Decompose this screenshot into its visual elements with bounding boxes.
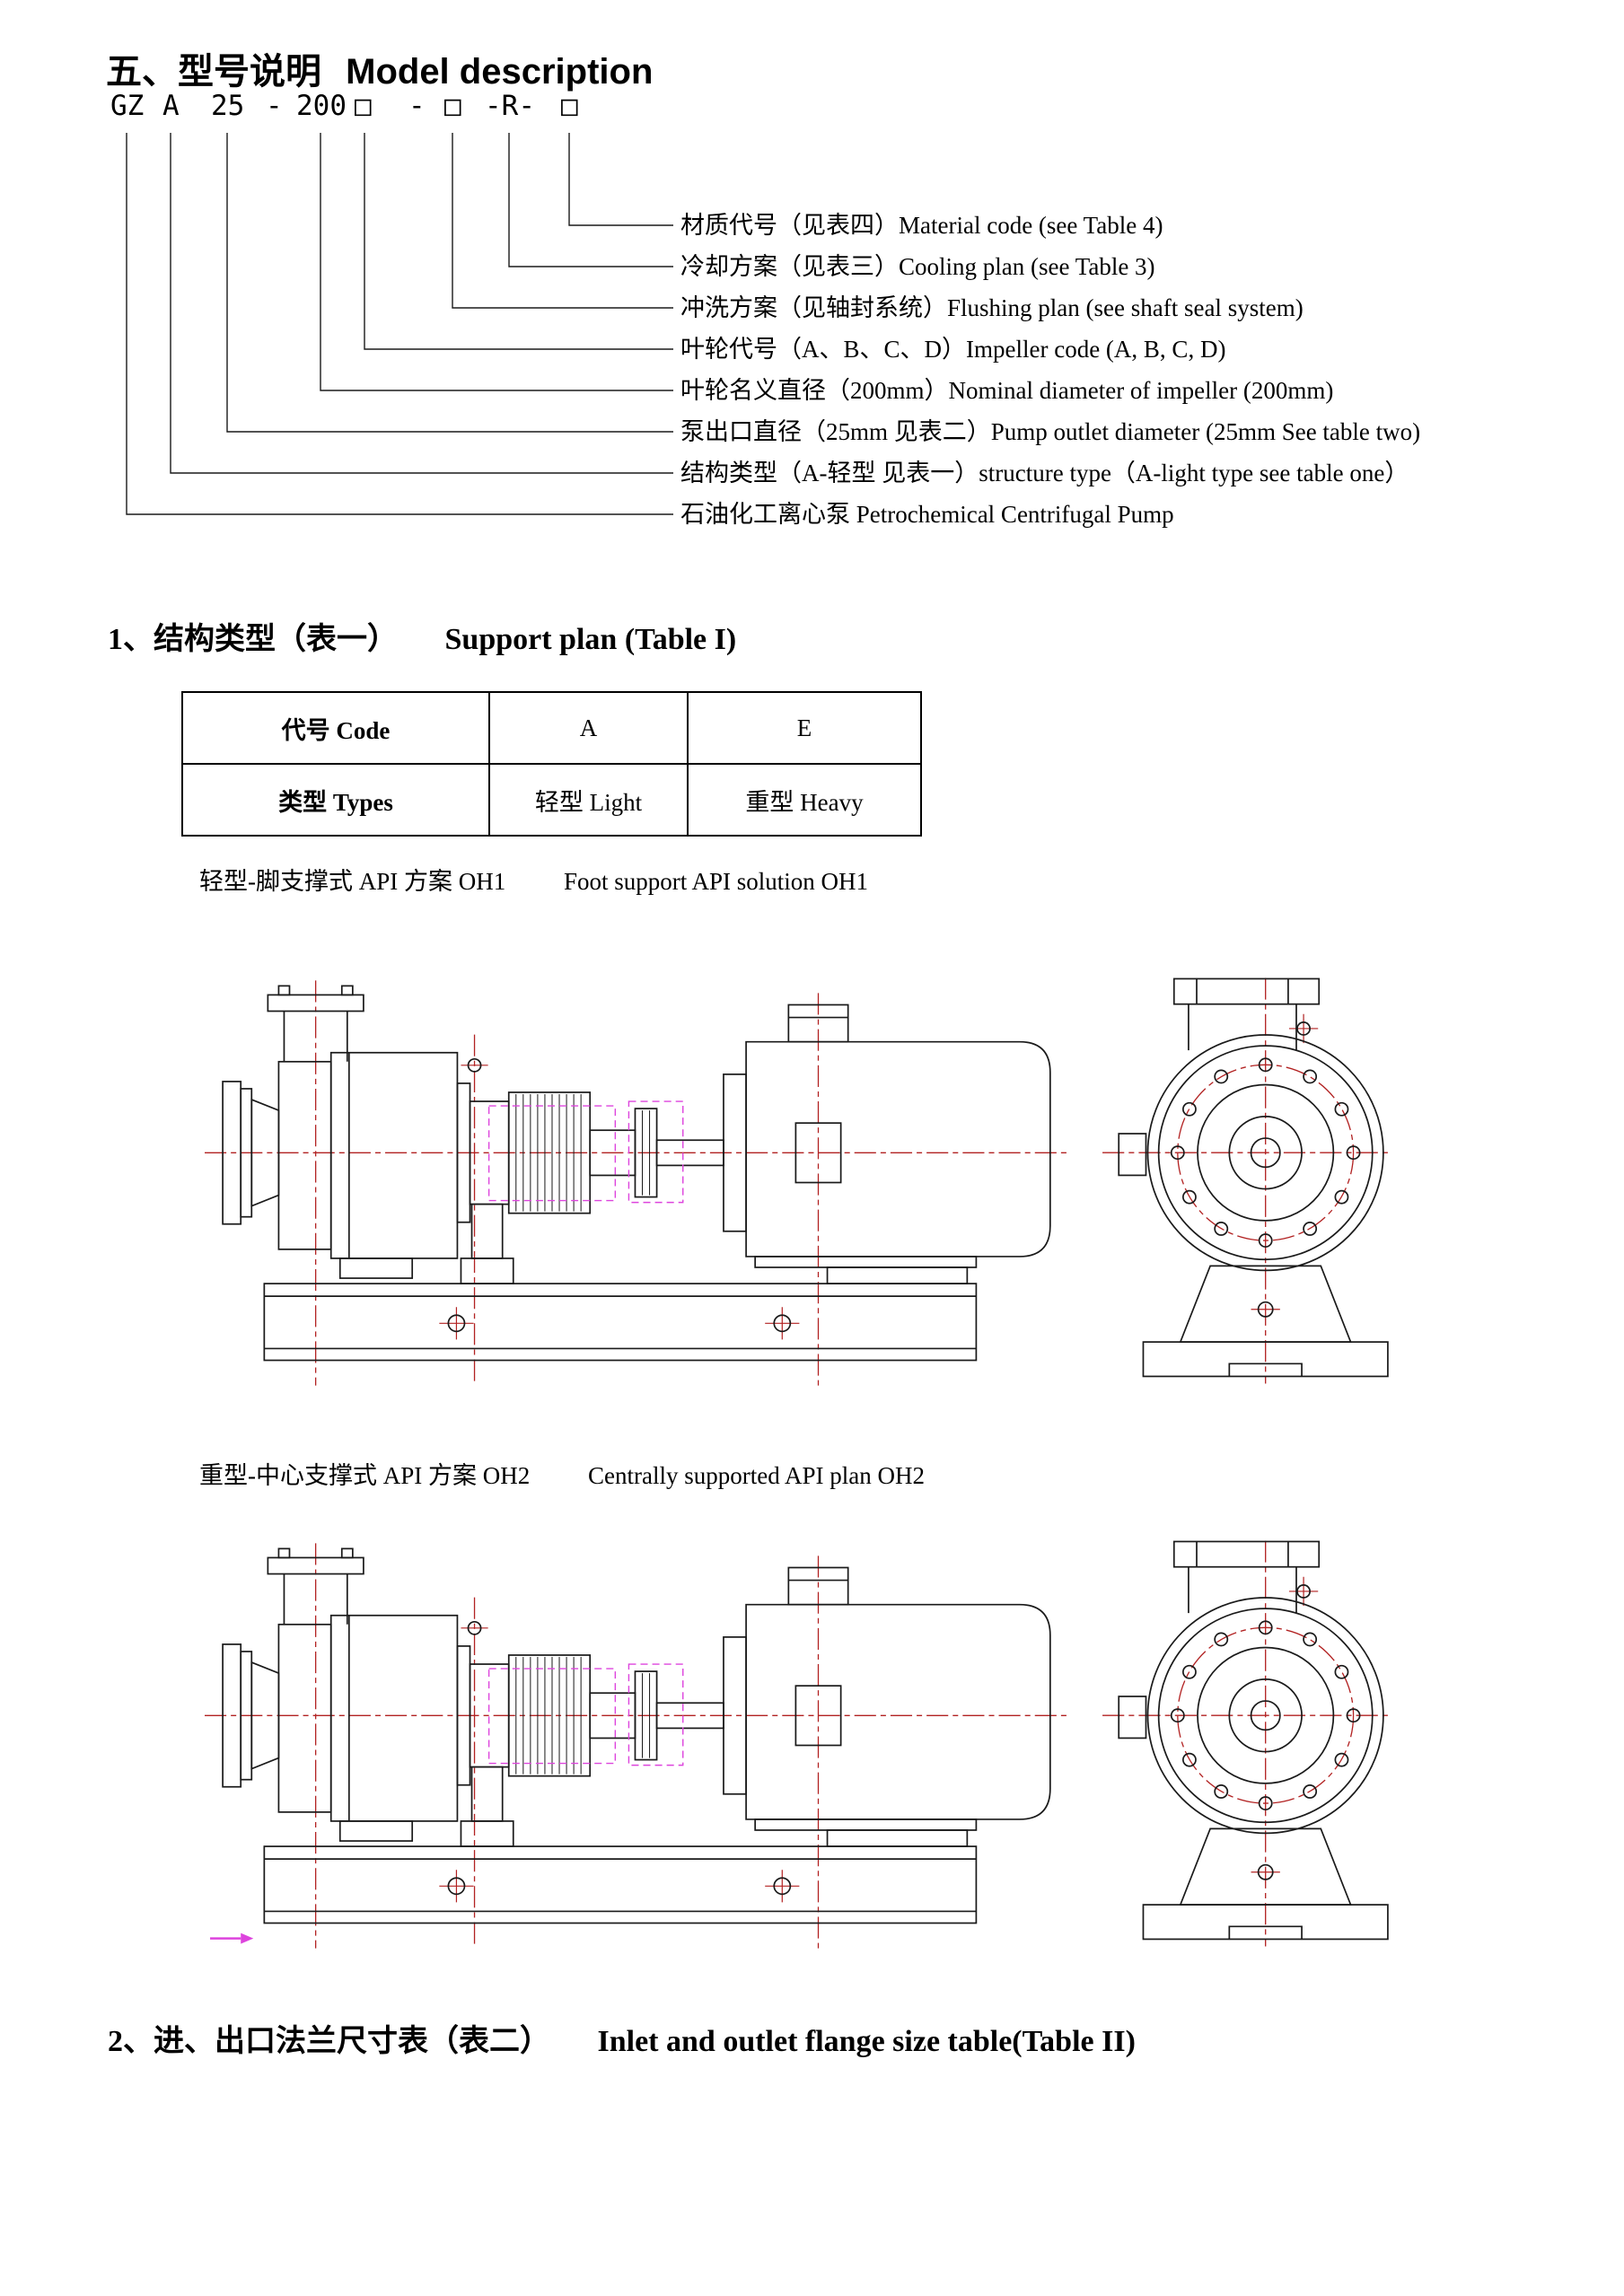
pump-drawing-oh1-side-view (205, 979, 1070, 1387)
section2-heading-zh: 2、进、出口法兰尺寸表（表二） (108, 2025, 550, 2059)
pump-drawing-oh1-end-view (1102, 977, 1391, 1385)
page-title-zh: 五、型号说明 (106, 51, 321, 92)
model-code-token: □ (355, 90, 372, 122)
model-code-token: -R- (485, 90, 535, 122)
section1-heading-en: Support plan (Table I) (444, 623, 737, 657)
section1-heading-zh: 1、结构类型（表一） (108, 623, 398, 657)
model-code-labels: 材质代号（见表四）Material code (see Table 4) 冷却方… (680, 205, 1420, 535)
model-code-token: - (266, 90, 283, 122)
oh1-caption-en: Foot support API solution OH1 (564, 868, 869, 895)
model-code-label-material: 材质代号（见表四）Material code (see Table 4) (680, 212, 1163, 239)
pump-drawing-oh2-side-view (205, 1542, 1070, 1950)
model-code-token: - (408, 90, 426, 122)
table-cell-code-e: E (687, 691, 922, 765)
model-code-label-outlet-diameter: 泵出口直径（25mm 见表二）Pump outlet diameter (25m… (680, 418, 1421, 445)
model-code-label-flushing: 冲洗方案（见轴封系统）Flushing plan (see shaft seal… (680, 294, 1304, 321)
table-cell-code-a: A (488, 691, 689, 765)
oh2-caption: 重型-中心支撑式 API 方案 OH2 Centrally supported … (199, 1456, 925, 1491)
table-cell-type-heavy: 重型 Heavy (687, 763, 922, 837)
oh2-caption-en: Centrally supported API plan OH2 (588, 1462, 925, 1489)
table-row: 代号 Code A E (181, 691, 922, 765)
oh2-caption-zh: 重型-中心支撑式 API 方案 OH2 (199, 1462, 531, 1489)
oh1-caption-zh: 轻型-脚支撑式 API 方案 OH1 (199, 868, 506, 895)
model-code-token: 200 (296, 90, 347, 122)
model-code-label-impeller-diameter: 叶轮名义直径（200mm）Nominal diameter of impelle… (680, 377, 1334, 404)
model-code-label-structure-type: 结构类型（A-轻型 见表一）structure type（A-light typ… (680, 460, 1409, 486)
section2-heading: 2、进、出口法兰尺寸表（表二） Inlet and outlet flange … (108, 2016, 1136, 2060)
model-code-token: A (162, 90, 180, 122)
flow-arrow-icon (210, 1932, 254, 1944)
model-code-token: GZ (110, 90, 145, 122)
table-row: 类型 Types 轻型 Light 重型 Heavy (181, 763, 922, 837)
model-code-token: 25 (211, 90, 245, 122)
table-cell-code-header: 代号 Code (181, 691, 490, 765)
support-plan-table: 代号 Code A E 类型 Types 轻型 Light 重型 Heavy (181, 691, 922, 837)
model-code-token: □ (561, 90, 578, 122)
section2-heading-en: Inlet and outlet flange size table(Table… (597, 2025, 1136, 2059)
oh1-caption: 轻型-脚支撑式 API 方案 OH1 Foot support API solu… (199, 862, 868, 897)
page-title-en: Model description (346, 51, 654, 92)
model-code-label-cooling: 冷却方案（见表三）Cooling plan (see Table 3) (680, 253, 1155, 280)
page-title: 五、型号说明 Model description (106, 42, 653, 94)
table-cell-type-light: 轻型 Light (488, 763, 689, 837)
section1-heading: 1、结构类型（表一） Support plan (Table I) (108, 614, 736, 658)
table-cell-types-header: 类型 Types (181, 763, 490, 837)
model-code-connector-lines (126, 133, 673, 515)
model-code-label-pump-type: 石油化工离心泵 Petrochemical Centrifugal Pump (680, 501, 1174, 528)
pump-drawing-oh2-end-view (1102, 1539, 1391, 1948)
model-code-label-impeller-code: 叶轮代号（A、B、C、D）Impeller code (A, B, C, D) (680, 336, 1226, 363)
model-code-token: □ (444, 90, 461, 122)
